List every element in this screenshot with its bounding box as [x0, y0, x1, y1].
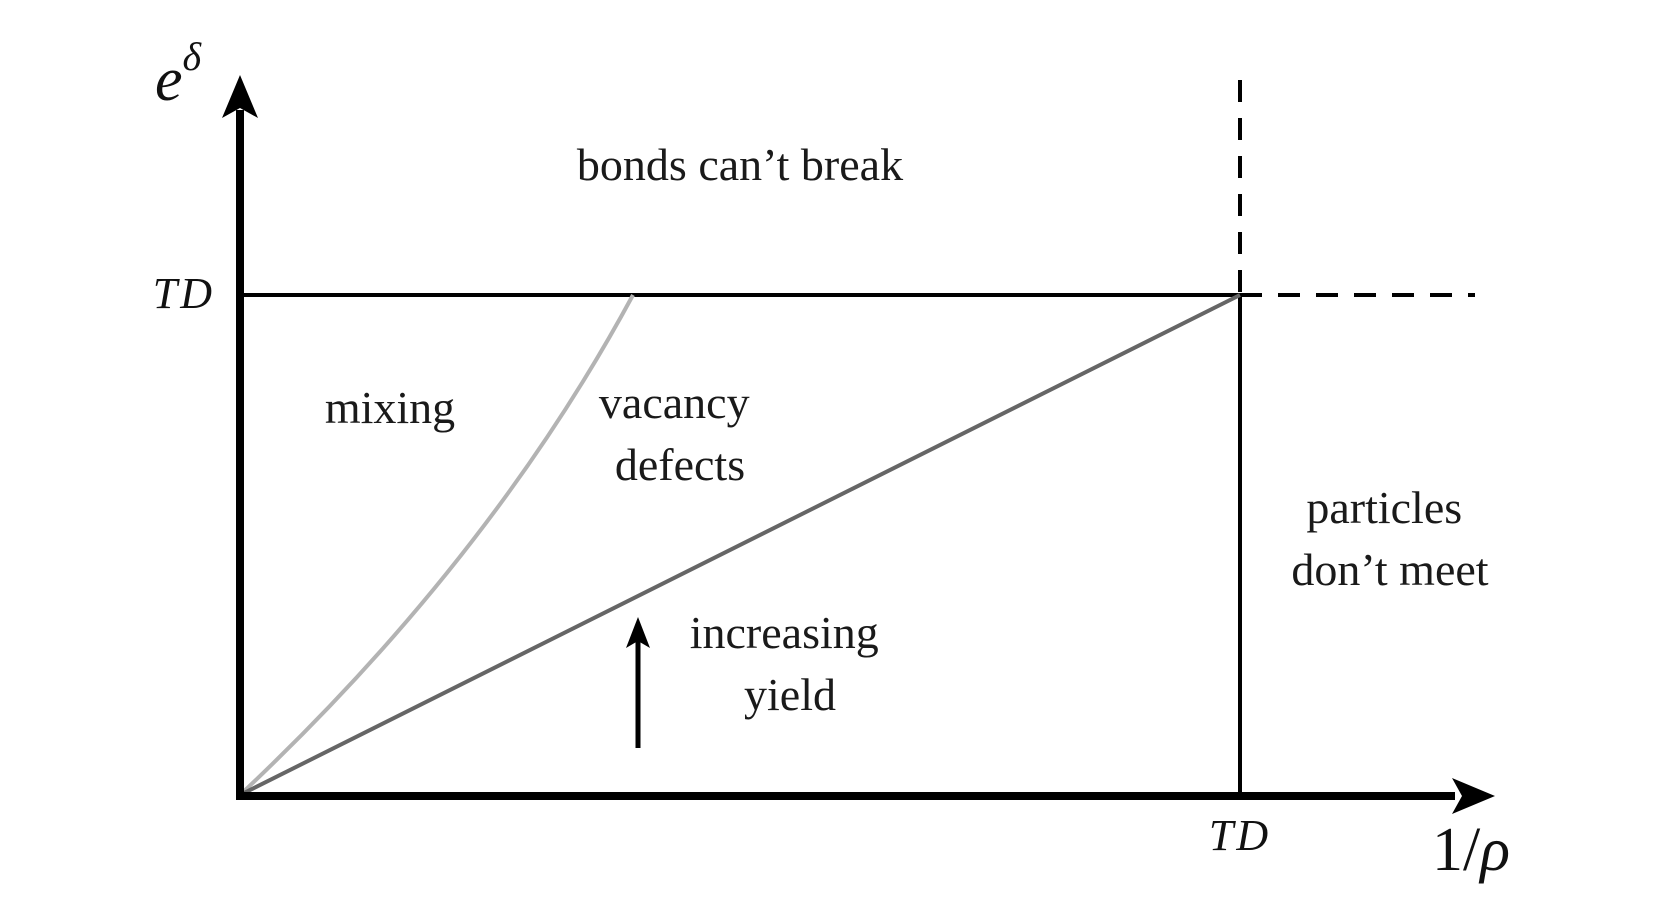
yield-diagonal-line	[239, 293, 1241, 797]
region-label-vacancy-line-1: vacancy	[599, 377, 750, 428]
region-label-particles-line-1: particles	[1306, 482, 1462, 533]
y-axis-arrowhead	[222, 75, 258, 118]
y-axis-label-base: e	[155, 46, 183, 114]
region-label-vacancy-defects: vacancy defects	[599, 377, 761, 490]
region-label-bonds-cant-break: bonds can’t break	[577, 139, 903, 190]
x-axis-arrowhead	[1452, 778, 1495, 814]
region-label-yield-line-1: increasing	[690, 607, 879, 658]
y-axis-label-superscript: δ	[183, 34, 203, 79]
x-axis-label-prefix: 1/	[1432, 816, 1481, 884]
region-label-increasing-yield: increasing yield	[690, 607, 891, 720]
x-axis-label: 1/ρ	[1432, 816, 1510, 884]
region-label-particles-line-2: don’t meet	[1291, 544, 1488, 595]
region-label-vacancy-line-2: defects	[615, 439, 745, 490]
yield-arrow-head	[626, 617, 650, 648]
region-label-yield-line-2: yield	[744, 669, 836, 720]
x-tick-label-td: TD	[1209, 811, 1271, 860]
region-label-particles-dont-meet: particles don’t meet	[1291, 482, 1488, 595]
mixing-boundary-curve	[238, 294, 635, 797]
x-axis-label-symbol: ρ	[1478, 816, 1510, 884]
region-label-mixing: mixing	[325, 382, 455, 433]
y-axis-label: eδ	[155, 34, 203, 114]
y-tick-label-td: TD	[153, 269, 215, 318]
